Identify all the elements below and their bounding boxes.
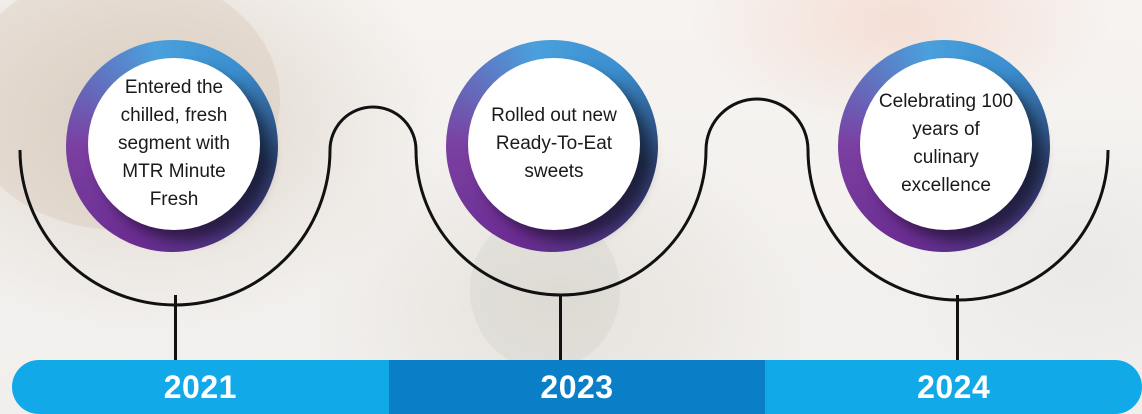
year-label-2024: 2024 [765, 360, 1142, 414]
milestone-text: Rolled out new Ready-To-Eat sweets [491, 105, 617, 182]
milestone-circle: Rolled out new Ready-To-Eat sweets [468, 58, 640, 230]
milestone-text: Entered the chilled, fresh segment with … [118, 77, 230, 210]
year-bar: 2021 2023 2024 [12, 360, 1142, 414]
milestone-2021: Entered the chilled, fresh segment with … [66, 40, 278, 252]
year-label-2023: 2023 [388, 360, 766, 414]
stem-2024 [956, 295, 959, 361]
connector-loop-1 [328, 105, 418, 151]
milestone-text: Celebrating 100 years of culinary excell… [878, 91, 1014, 196]
stem-2021 [174, 295, 177, 361]
connector-loop-2 [704, 97, 810, 151]
milestone-2024: Celebrating 100 years of culinary excell… [838, 40, 1050, 252]
milestone-circle: Celebrating 100 years of culinary excell… [860, 58, 1032, 230]
milestone-circle: Entered the chilled, fresh segment with … [88, 58, 260, 230]
year-label-2021: 2021 [12, 360, 389, 414]
milestone-2023: Rolled out new Ready-To-Eat sweets [446, 40, 658, 252]
stem-2023 [559, 295, 562, 361]
